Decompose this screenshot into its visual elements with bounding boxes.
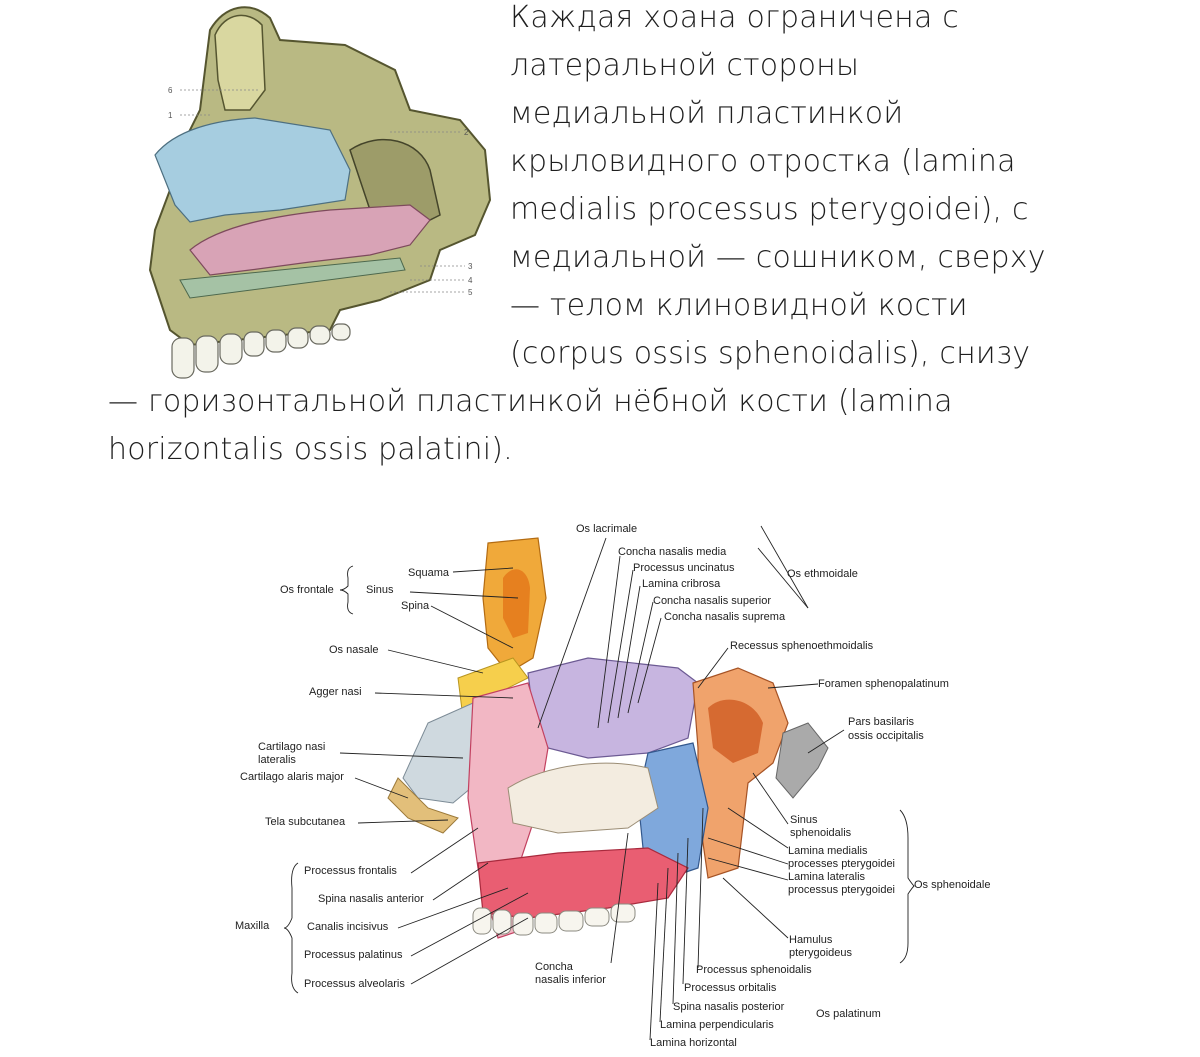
ethmoid-bone-shape [527,657,699,759]
occipital-shape [775,722,829,799]
paragraph-line: medialis processus pterygoidei), с [510,192,1029,227]
inferior-concha-shape [507,762,659,834]
paragraph-line: медиальной пластинкой [510,96,904,131]
label-agger-nasi: Agger nasi [309,686,362,698]
label-pars-basilaris-line1: Pars basilaris [848,716,915,728]
label-lamina-medialis-line2: processes pterygoidei [788,858,896,870]
label-lamina-perpendicularis: Lamina perpendicularis [660,1019,774,1031]
label-processus-palatinus: Processus palatinus [304,949,403,961]
label-processus-sphenoidalis: Processus sphenoidalis [696,964,812,976]
label-lamina-lateralis-line1: Lamina lateralis [788,871,866,883]
label-cartilago-nasi-line2: lateralis [258,754,296,766]
callout-3: 3 [468,262,473,271]
paragraph-line: — горизонтальной пластинкой нёбной кости… [108,384,953,419]
label-tela-subcutanea: Tela subcutanea [265,816,346,828]
label-concha-nasalis-media: Concha nasalis media [618,546,727,558]
subcutaneous-tissue-shape [387,777,459,834]
label-pars-basilaris-line2: ossis occipitalis [848,730,924,742]
blue-mucosa-region [154,117,351,223]
label-lamina-lateralis-line2: processus pterygoidei [788,884,896,896]
label-hamulus-line2: pterygoideus [789,947,852,959]
label-os-frontale: Os frontale [280,584,334,596]
nasal-wall-labeled-diagram: Os lacrimale Concha nasalis media Proces… [228,508,998,1057]
sphenoid-sinus-shape [708,699,763,763]
label-maxilla: Maxilla [235,920,270,932]
label-hamulus-line1: Hamulus [789,934,833,946]
label-processus-uncinatus: Processus uncinatus [633,562,735,574]
paragraph-line: крыловидного отростка (lamina [510,144,1016,179]
callout-1: 1 [168,111,173,120]
callout-5: 5 [468,288,473,297]
label-lamina-cribrosa: Lamina cribrosa [642,578,721,590]
label-os-palatinum: Os palatinum [816,1008,881,1020]
label-cartilago-nasi-line1: Cartilago nasi [258,741,326,753]
label-spina-nasalis-posterior: Spina nasalis posterior [673,1001,785,1013]
label-concha-inferior-line1: Concha [535,961,573,973]
label-lamina-medialis-line1: Lamina medialis [788,845,868,857]
frontal-sinus-shape [503,569,530,638]
label-concha-nasalis-superior: Concha nasalis superior [653,595,772,607]
label-concha-nasalis-suprema: Concha nasalis suprema [664,611,786,623]
callout-4: 4 [468,276,473,285]
label-os-nasale: Os nasale [329,644,379,656]
label-sinus-sphenoidalis-line1: Sinus [790,814,818,826]
label-lamina-horizontal: Lamina horizontal [650,1037,737,1049]
paragraph-line: латеральной стороны [510,48,860,83]
label-sinus: Sinus [366,584,394,596]
label-os-lacrimale: Os lacrimale [576,523,638,535]
label-spina: Spina [401,600,430,612]
label-cartilago-alaris-major: Cartilago alaris major [240,771,344,783]
label-concha-inferior-line2: nasalis inferior [535,974,606,986]
label-os-sphenoidale: Os sphenoidale [914,879,991,891]
palate-strip [179,257,406,299]
label-processus-orbitalis: Processus orbitalis [684,982,777,994]
label-sinus-sphenoidalis-line2: sphenoidalis [790,827,852,839]
nasal-wall-drawing [283,525,915,1041]
paragraph-right-column: Каждая хоана ограничена с латеральной ст… [510,0,1046,378]
paragraph-line: (corpus ossis sphenoidalis), снизу [510,336,1031,371]
teeth-row [171,323,351,379]
paragraph-line: Каждая хоана ограничена с [510,0,959,35]
sphenoid-bone-shape [692,667,789,879]
label-canalis-incisivus: Canalis incisivus [307,921,389,933]
label-processus-frontalis: Processus frontalis [304,865,397,877]
label-squama: Squama [408,567,449,579]
paragraph-line: медиальной — сошником, сверху [510,240,1046,275]
pink-mucosa-region [189,204,431,276]
nasal-cavity-sagittal-illustration: 6 1 2 3 4 5 [148,6,492,379]
paragraph-line: — телом клиновидной кости [510,288,968,323]
callout-6: 6 [168,86,173,95]
label-foramen-sphenopalatinum: Foramen sphenopalatinum [818,678,949,690]
callout-2: 2 [464,128,469,137]
label-recessus-sphenoethmoidalis: Recessus sphenoethmoidalis [730,640,874,652]
paragraph-full-width: — горизонтальной пластинкой нёбной кости… [108,378,953,474]
label-os-ethmoidale: Os ethmoidale [787,568,858,580]
frontal-sinus-region [214,14,266,111]
paragraph-line: horizontalis ossis palatini). [108,432,513,467]
label-processus-alveolaris: Processus alveolaris [304,978,405,990]
label-spina-nasalis-anterior: Spina nasalis anterior [318,893,424,905]
